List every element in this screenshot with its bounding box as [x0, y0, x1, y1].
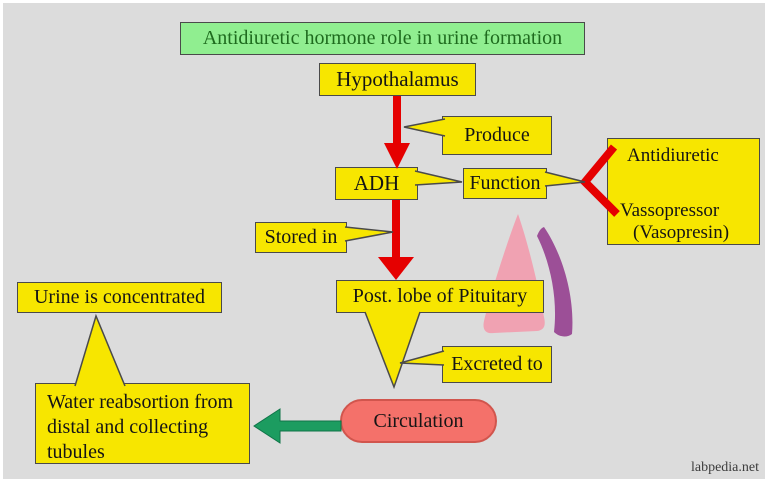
green-arrow-left-icon [253, 408, 342, 444]
node-hypothalamus-label: Hypothalamus [336, 67, 459, 92]
watermark-label: labpedia.net [690, 460, 759, 475]
red-arrow-down-icon [378, 200, 414, 280]
antidiuretic-label: Antidiuretic [627, 145, 719, 166]
red-arrow-down-icon [384, 96, 410, 169]
water-line1: Water reabsortion from [47, 391, 234, 413]
watermark: labpedia.net [691, 460, 759, 476]
callout-stored-in-label: Stored in [264, 226, 338, 248]
node-adh: ADH [335, 167, 418, 200]
node-circulation: Circulation [340, 399, 497, 443]
callout-produce: Produce [442, 116, 552, 155]
node-adh-label: ADH [353, 171, 400, 196]
callout-function: Function [463, 168, 547, 199]
node-water-reabsorption: Water reabsortion from distal and collec… [35, 383, 250, 464]
callout-tail-adh-function [414, 170, 463, 186]
callout-excreted-to-label: Excreted to [451, 353, 543, 375]
callout-produce-label: Produce [464, 124, 530, 146]
node-post-lobe-label: Post. lobe of Pituitary [352, 285, 528, 307]
node-antidiuretic-vassopressor: Antidiuretic Vassopressor (Vasopresin) [607, 138, 760, 245]
diagram-title: Antidiuretic hormone role in urine forma… [180, 22, 585, 55]
node-circulation-label: Circulation [373, 409, 464, 432]
callout-tail-post-lobe [364, 311, 421, 390]
callout-tail-produce [403, 118, 446, 137]
water-line3: tubules [47, 441, 105, 463]
callout-tail-function-bracket [544, 171, 586, 187]
diagram-title-label: Antidiuretic hormone role in urine forma… [202, 27, 563, 49]
node-hypothalamus: Hypothalamus [319, 63, 476, 96]
water-line2: distal and collecting [47, 416, 209, 438]
callout-tail-urine-water [74, 313, 126, 387]
pituitary-anterior-lobe-shape [483, 214, 545, 334]
node-urine-concentrated: Urine is concentrated [17, 282, 222, 313]
callout-tail-excreted-to [399, 350, 445, 366]
callout-stored-in: Stored in [255, 222, 347, 253]
callout-excreted-to: Excreted to [442, 346, 552, 383]
vasopresin-label: (Vasopresin) [633, 222, 730, 243]
node-urine-label: Urine is concentrated [33, 286, 206, 308]
vassopressor-label: Vassopressor [620, 200, 720, 221]
callout-tail-stored-in [344, 226, 394, 242]
node-post-lobe-pituitary: Post. lobe of Pituitary [336, 280, 544, 313]
callout-function-label: Function [469, 172, 541, 194]
